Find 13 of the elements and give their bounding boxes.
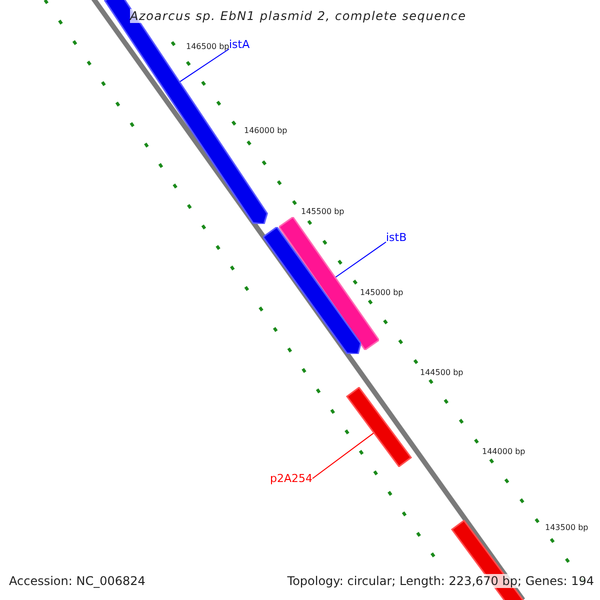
gene-label: istA [229, 38, 250, 51]
gene-label: istB [386, 231, 407, 244]
accession-text: Accession: NC_006824 [9, 574, 146, 588]
leader-line [312, 432, 374, 479]
tick-label: 146000 bp [244, 126, 288, 135]
tick-label: 145000 bp [360, 288, 404, 297]
tick-label: 144000 bp [482, 447, 526, 456]
summary-text: Topology: circular; Length: 223,670 bp; Genes: 194 [287, 574, 594, 588]
tick-label: 146500 bp [186, 42, 230, 51]
leader-line [334, 242, 386, 278]
leader-line [179, 48, 230, 82]
map-title: Azoarcus sp. EbN1 plasmid 2, complete sequence [130, 9, 466, 23]
gene-label: p2A254 [270, 472, 313, 485]
